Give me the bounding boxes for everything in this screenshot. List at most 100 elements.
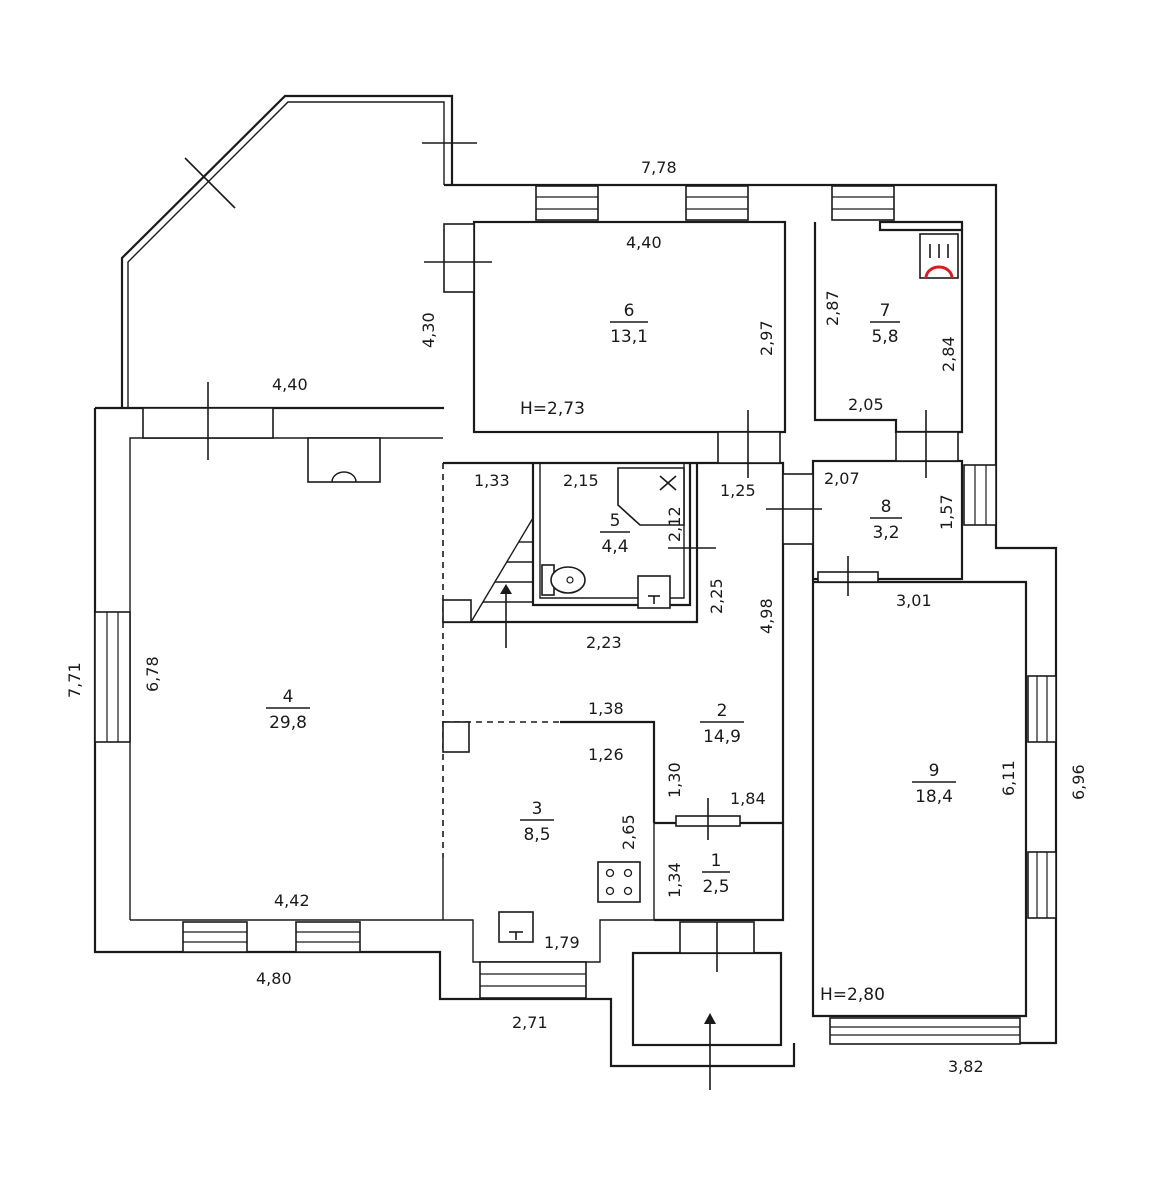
door	[424, 223, 492, 293]
dimension-label: 1,25	[720, 481, 756, 500]
dimension-label: 3,82	[948, 1057, 984, 1076]
room-area: 2,5	[702, 877, 729, 897]
room-number: 1	[711, 851, 722, 871]
room-label-5: 5 4,4	[600, 511, 630, 557]
door	[668, 526, 716, 560]
room-number: 6	[624, 301, 635, 321]
dimension-label: 4,98	[757, 598, 776, 634]
room-area: 29,8	[269, 713, 307, 733]
dimension-label: 7,78	[641, 158, 677, 177]
dimension-label: 2,07	[824, 469, 860, 488]
window	[295, 921, 361, 953]
hall-walls	[443, 461, 785, 823]
fireplace-icon	[307, 437, 381, 483]
dimension-label: 2,71	[512, 1013, 548, 1032]
room-area: 13,1	[610, 327, 648, 347]
room-7-walls	[813, 220, 964, 434]
dimension-label: 4,42	[274, 891, 310, 910]
door	[766, 473, 822, 545]
dimension-label: 6,96	[1069, 764, 1088, 800]
door	[679, 921, 755, 972]
window	[1027, 675, 1057, 743]
dimension-label: 2,97	[757, 320, 776, 356]
room-label-3: 3 8,5	[520, 799, 554, 845]
dimension-label: 2,15	[563, 471, 599, 490]
window	[963, 464, 997, 526]
dimension-label: 1,34	[665, 862, 684, 898]
dimension-label: 2,12	[665, 506, 684, 542]
door	[817, 556, 879, 596]
ceiling-height-room-6: H=2,73	[520, 399, 585, 419]
room-area: 5,8	[871, 327, 898, 347]
door	[442, 721, 470, 753]
shower-icon	[617, 467, 685, 526]
dimension-label: 4,40	[626, 233, 662, 252]
room-number: 7	[880, 301, 891, 321]
sink-icon	[637, 575, 671, 609]
window	[94, 611, 131, 743]
doors	[142, 223, 959, 1090]
dimension-label: 1,33	[474, 471, 510, 490]
room-label-6: 6 13,1	[610, 301, 648, 347]
dimension-label: 4,40	[272, 375, 308, 394]
window	[1027, 851, 1057, 919]
dimension-labels: 7,78 4,40 2,97 4,30 4,40 2,87 2,84 2,05 …	[65, 158, 1088, 1076]
stove-icon	[597, 861, 641, 903]
window	[685, 185, 749, 221]
boiler-icon	[919, 233, 959, 279]
room-area: 14,9	[703, 727, 741, 747]
dimension-label: 1,38	[588, 699, 624, 718]
dimension-label: 2,84	[939, 336, 958, 372]
room-number: 4	[283, 687, 294, 707]
room-area: 8,5	[523, 825, 550, 845]
room-number: 5	[610, 511, 621, 531]
room-label-7: 7 5,8	[870, 301, 900, 347]
dimension-label: 2,05	[848, 395, 884, 414]
kitchen-sink-icon	[498, 911, 534, 943]
dimension-label: 1,30	[665, 762, 684, 798]
dimension-label: 7,71	[65, 662, 84, 698]
room-label-1: 1 2,5	[702, 851, 730, 897]
room-number: 3	[532, 799, 543, 819]
door	[717, 410, 781, 478]
dimension-label: 2,23	[586, 633, 622, 652]
room-3-walls	[560, 720, 656, 823]
hall-stair-wall	[443, 463, 699, 624]
room-number: 8	[881, 497, 892, 517]
dimension-label: 1,26	[588, 745, 624, 764]
room-label-4: 4 29,8	[266, 687, 310, 733]
door	[675, 798, 741, 840]
porch	[631, 951, 783, 1047]
room-number: 2	[717, 701, 728, 721]
dimension-label: 6,11	[999, 760, 1018, 796]
dimension-label: 4,30	[419, 312, 438, 348]
dimension-label: 4,80	[256, 969, 292, 988]
room-label-2: 2 14,9	[700, 701, 744, 747]
room-number: 9	[929, 761, 940, 781]
dimension-label: 2,25	[707, 578, 726, 614]
room-9-walls	[811, 579, 1028, 1018]
toilet-icon	[541, 564, 586, 596]
fixtures	[307, 233, 959, 943]
door	[142, 382, 274, 460]
dimension-label: 1,57	[937, 494, 956, 530]
stairs	[442, 517, 534, 648]
window	[182, 921, 248, 953]
dimension-label: 1,79	[544, 933, 580, 952]
window	[479, 961, 587, 999]
room-area: 3,2	[872, 523, 899, 543]
room-label-9: 9 18,4	[912, 761, 956, 807]
window	[831, 185, 895, 221]
room-label-8: 8 3,2	[870, 497, 902, 543]
dimension-label: 2,65	[619, 814, 638, 850]
ceiling-height-room-9: H=2,80	[820, 985, 885, 1005]
window	[535, 185, 599, 221]
dimension-label: 2,87	[823, 290, 842, 326]
door	[895, 410, 959, 478]
dimension-label: 6,78	[143, 656, 162, 692]
dimension-label: 1,84	[730, 789, 766, 808]
dimension-label: 3,01	[896, 591, 932, 610]
room-area: 4,4	[601, 537, 628, 557]
room-6-walls	[472, 220, 787, 434]
